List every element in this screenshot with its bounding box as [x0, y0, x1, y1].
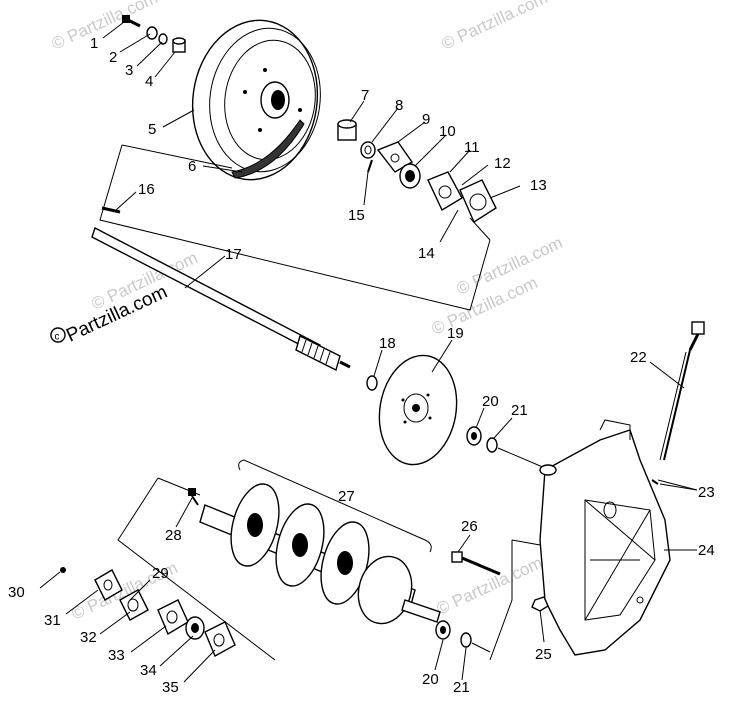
snap-ring [366, 375, 378, 391]
plate-35 [204, 621, 236, 657]
drive-shaft [199, 483, 441, 625]
callout-12: 12 [494, 155, 511, 172]
callout-27: 27 [338, 488, 355, 505]
callout-19: 19 [447, 325, 464, 342]
callout-23: 23 [698, 484, 715, 501]
o-ring-upper [486, 437, 498, 453]
callout-21-upper: 21 [511, 402, 528, 419]
callout-32: 32 [80, 629, 97, 646]
nut [531, 596, 549, 612]
callout-11: 11 [464, 139, 480, 156]
watermark-2: © Partzilla.com [439, 0, 551, 54]
leader-lines [39, 21, 698, 683]
bearing-upper [466, 426, 482, 446]
o-ring-lower [460, 632, 472, 648]
bolt [122, 15, 141, 28]
chaincase [539, 419, 671, 656]
mount-block [459, 179, 497, 224]
bearing-lower [435, 620, 451, 640]
assembly-bracket-upper [99, 144, 491, 311]
washer [146, 26, 158, 40]
spacer [172, 37, 186, 53]
flange [427, 171, 463, 211]
callout-24: 24 [698, 542, 715, 559]
callout-16: 16 [138, 181, 155, 198]
callout-30: 30 [8, 584, 25, 601]
watermark-1: © Partzilla.com [49, 0, 161, 54]
driven-pulley [191, 19, 321, 181]
callout-labels: 1 2 3 4 5 6 7 8 9 10 11 12 13 14 15 16 1… [8, 35, 715, 696]
brake-disc [378, 354, 458, 466]
callout-20-upper: 20 [482, 393, 499, 410]
callout-2: 2 [109, 49, 117, 66]
callout-14: 14 [418, 245, 435, 262]
screw-28 [188, 488, 199, 506]
callout-25: 25 [535, 646, 552, 663]
callout-6: 6 [188, 158, 196, 175]
callout-35: 35 [162, 679, 179, 696]
drive-shaft-brace [238, 459, 432, 553]
callout-34: 34 [140, 662, 157, 679]
callout-17: 17 [225, 246, 242, 263]
ring-segment [231, 119, 305, 179]
bearing-34 [185, 616, 205, 640]
gasket-32 [119, 589, 149, 621]
callout-10: 10 [439, 123, 456, 140]
dipstick [659, 321, 705, 461]
washer-8 [360, 141, 376, 159]
bushing [337, 119, 357, 141]
watermark-7: © Partzilla.com [434, 553, 546, 619]
hex-bolt [451, 551, 501, 576]
svg-text:c: c [55, 332, 60, 343]
callout-3: 3 [125, 62, 133, 79]
callout-7: 7 [361, 87, 369, 104]
callout-5: 5 [148, 121, 156, 138]
o-ring-23 [651, 479, 659, 485]
driven-shaft [91, 227, 351, 372]
callout-8: 8 [395, 97, 403, 114]
plate-31 [94, 569, 123, 601]
callout-33: 33 [108, 647, 125, 664]
washer-small [158, 33, 168, 45]
chaincase-bracket [489, 539, 541, 661]
callout-26: 26 [461, 518, 478, 535]
bearing-housing [376, 141, 414, 173]
callout-4: 4 [145, 73, 153, 90]
callout-9: 9 [422, 111, 430, 128]
callout-21-lower: 21 [453, 679, 470, 696]
bearing [399, 163, 421, 189]
callout-18: 18 [379, 335, 396, 352]
callout-31: 31 [44, 612, 61, 629]
callout-13: 13 [530, 177, 547, 194]
callout-22: 22 [630, 349, 647, 366]
callout-28: 28 [165, 527, 182, 544]
callout-20-lower: 20 [422, 671, 439, 688]
callout-1: 1 [90, 35, 98, 52]
callout-29: 29 [152, 565, 169, 582]
pin [367, 159, 373, 173]
callout-15: 15 [348, 207, 365, 224]
roll-pin [101, 206, 121, 214]
grease-fitting [60, 567, 66, 573]
